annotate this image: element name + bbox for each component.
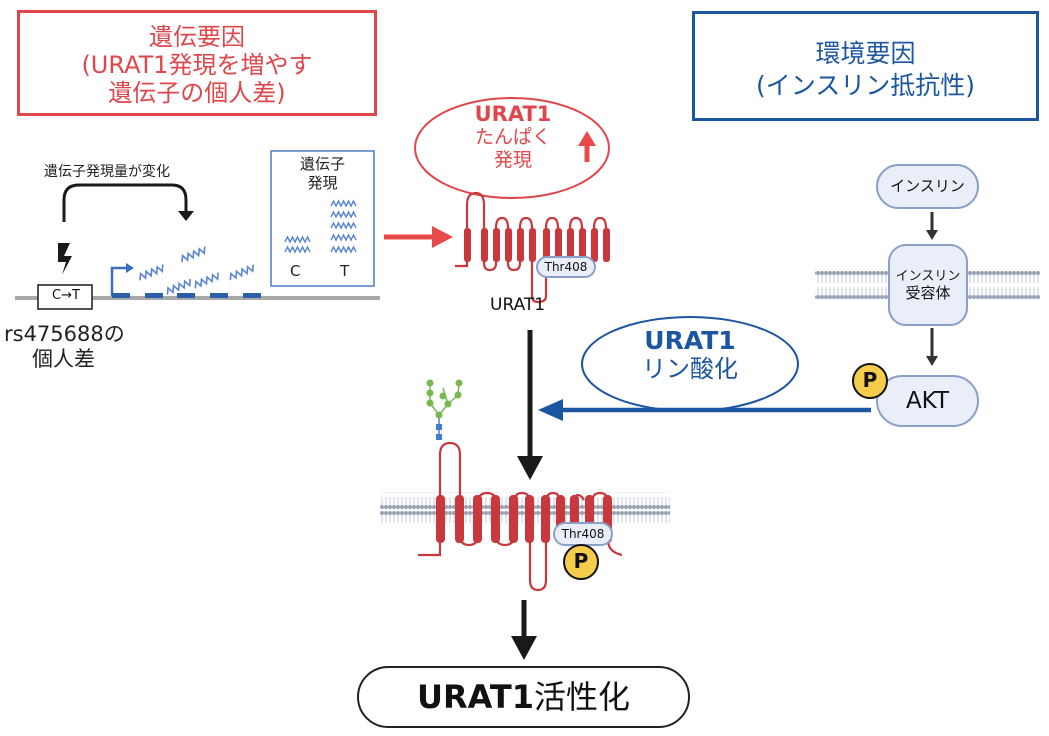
protein-expression-text: URAT1 たんぱく 発現 xyxy=(455,103,571,172)
genetic-factor-title: 遺伝要因 xyxy=(149,23,245,51)
expression-change-arrow xyxy=(62,183,188,222)
insulin-node: インスリン xyxy=(876,164,979,209)
insulin-receptor-node: インスリン 受容体 xyxy=(888,244,968,326)
genetic-factor-box: 遺伝要因 (URAT1発現を増やす 遺伝子の個人差) xyxy=(17,10,377,116)
outcome-bold: URAT1 xyxy=(416,678,534,716)
protein-expression-line2: たんぱく xyxy=(474,126,551,148)
environmental-factor-subtitle: (インスリン抵抗性) xyxy=(755,71,975,100)
environmental-factor-box: 環境要因 (インスリン抵抗性) xyxy=(692,11,1039,121)
environmental-factor-title: 環境要因 xyxy=(815,39,916,68)
gene-exons xyxy=(112,293,261,298)
snp-box-label: C→T xyxy=(52,288,80,303)
thr408-label-top: Thr408 xyxy=(536,256,596,278)
snp-label-line2: 個人差 xyxy=(32,347,95,371)
promoter-arrow xyxy=(110,266,128,296)
phosphorylation-text: URAT1 リン酸化 xyxy=(600,326,780,384)
urat1-helices-top xyxy=(464,228,610,262)
phosphorylation-line2: リン酸化 xyxy=(642,355,738,383)
snp-box xyxy=(37,284,93,310)
outcome-rest: 活性化 xyxy=(533,678,630,716)
genetic-factor-subtitle-1: (URAT1発現を増やす xyxy=(81,51,313,79)
akt-node: AKT xyxy=(876,375,979,427)
expression-box-title: 遺伝子 発現 xyxy=(271,155,374,193)
mutation-lightning-icon xyxy=(58,243,72,275)
protein-expression-ellipse xyxy=(414,97,610,199)
urat1-protein-label: URAT1 xyxy=(490,295,546,315)
protein-expression-title: URAT1 xyxy=(474,102,552,126)
snp-label-line1: rs475688の xyxy=(4,322,125,346)
mrna-transcripts xyxy=(139,246,254,295)
outcome-pill: URAT1活性化 xyxy=(357,666,690,728)
protein-expression-line3: 発現 xyxy=(493,149,532,171)
allele-c-label: C xyxy=(290,262,301,280)
akt-phospho-badge: P xyxy=(852,363,888,399)
allele-t-label: T xyxy=(340,262,350,280)
urat1-phospho-badge: P xyxy=(563,544,599,580)
expression-bars xyxy=(284,199,357,254)
expression-comparison-box xyxy=(270,150,375,287)
expression-change-label: 遺伝子発現量が変化 xyxy=(44,164,170,180)
glycan-icon xyxy=(426,379,463,440)
insulin-receptor-line2: 受容体 xyxy=(905,284,951,302)
expression-box-title-line1: 遺伝子 xyxy=(299,155,345,173)
insulin-receptor-line1: インスリン xyxy=(895,269,961,284)
expression-box-title-line2: 発現 xyxy=(307,174,338,192)
thr408-label-activated: Thr408 xyxy=(553,522,613,546)
genetic-factor-subtitle-2: 遺伝子の個人差) xyxy=(108,79,286,107)
phosphorylation-title: URAT1 xyxy=(644,326,736,355)
